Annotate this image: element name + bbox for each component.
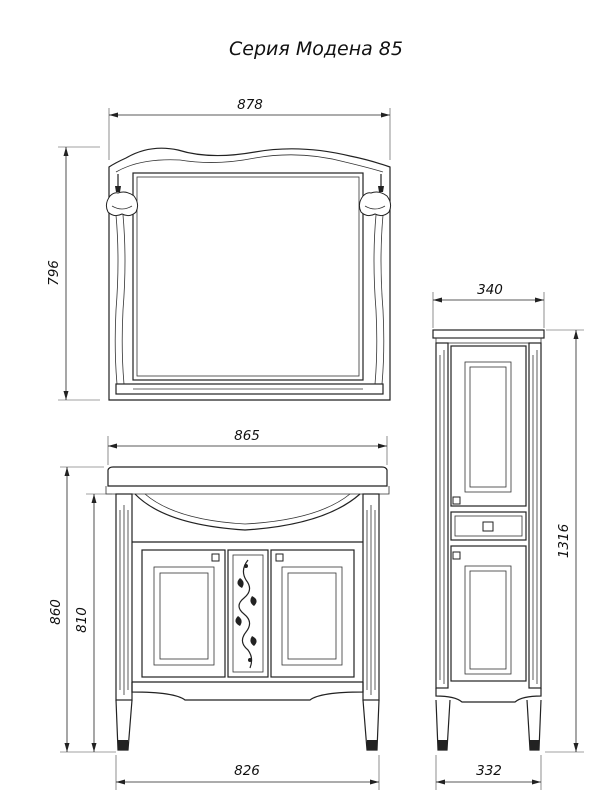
column-height-dimension — [545, 329, 584, 753]
mirror-width-label: 878 — [237, 97, 263, 113]
column-base-width-label: 332 — [476, 763, 502, 779]
mirror-height-label: 796 — [46, 260, 62, 286]
mirror-height-dimension — [58, 146, 100, 401]
column-base-width-dimension — [435, 755, 542, 790]
cabinet-top-width-dimension — [107, 436, 388, 465]
right-lamp — [358, 174, 392, 217]
mirror-width-dimension — [108, 108, 391, 160]
cabinet-body-height-dimension — [86, 493, 112, 752]
cabinet-base-width-label: 826 — [234, 763, 260, 779]
cabinet-total-height-dimension — [60, 466, 116, 753]
cabinet-total-height-label: 860 — [48, 599, 64, 625]
left-lamp — [105, 174, 139, 217]
column-top-width-label: 340 — [477, 282, 503, 298]
vanity-cabinet — [105, 466, 390, 751]
cabinet-base-width-dimension — [115, 755, 380, 790]
cabinet-top-width-label: 865 — [234, 428, 260, 444]
column-height-label: 1316 — [556, 524, 572, 558]
column-top-width-dimension — [432, 292, 545, 328]
cabinet-body-height-label: 810 — [74, 607, 90, 633]
series-title: Серия Модена 85 — [229, 38, 403, 60]
tall-column — [432, 329, 545, 751]
mirror — [108, 147, 391, 401]
